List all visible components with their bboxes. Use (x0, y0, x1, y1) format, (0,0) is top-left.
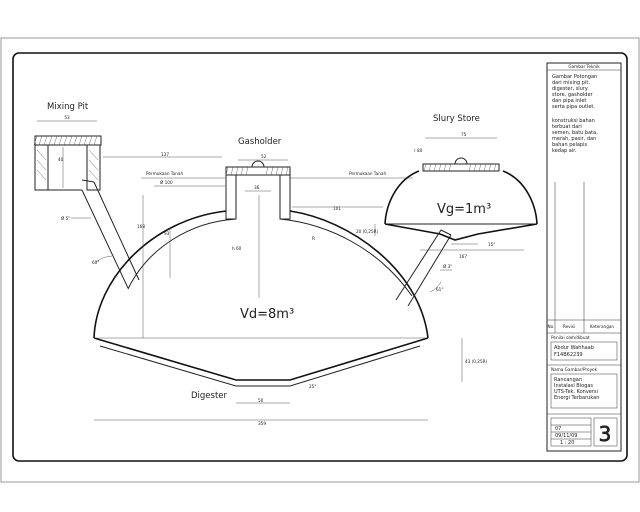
angle-left: 60° (92, 260, 99, 265)
gasholder-label: Gasholder (238, 137, 282, 147)
sheet-number: 3 (599, 422, 612, 446)
ground-surface-left: Permukaan Tanah (146, 171, 183, 176)
dim-offset-101: 101 (333, 206, 341, 211)
dim-bottom-flat: 50 (258, 398, 264, 403)
title-description: Gambar Potongan dari mixing pit, digeste… (552, 74, 599, 110)
ground-dimensions: 137 Permukaan Tanah Ø 100 Permukaan Tana… (103, 152, 413, 187)
rev-col-no: No. (548, 324, 555, 329)
outlet-pipe: Ø 3" 61° (395, 229, 452, 307)
ground-surface-right: Permukaan Tanah (349, 171, 386, 176)
title-block: Gambar Teknik Gambar Potongan dari mixin… (546, 62, 622, 452)
vg-label: Vg=1m³ (437, 202, 491, 217)
rev-col-ket: Keterangan (590, 324, 614, 329)
digester-label: Digester (191, 391, 228, 401)
gasholder: Gasholder 52 36 h 60 R 101 (225, 137, 383, 298)
project-label: Nama Gambar/Proyek (551, 367, 598, 372)
dim-bottom-depth: 43 (0,25R) (465, 359, 488, 364)
rev-col-rev: Revisi (563, 324, 575, 329)
pipe-dia-right: Ø 3" (443, 264, 452, 269)
inlet-pipe: 60° Ø 5" (61, 179, 140, 289)
dim-gas-top: 52 (261, 154, 267, 159)
mixing-pit: Mixing Pit 53 40 (33, 102, 102, 191)
dim-dome-h2: 93 (164, 231, 170, 236)
sheet-date: 09/11/09 (555, 433, 577, 439)
outer-border (0, 37, 640, 483)
pipe-dia-left: Ø 5" (61, 216, 70, 221)
title-materials: konstruksi bahan terbuat dari semen, bat… (552, 118, 599, 154)
drawn-by-name: Abdur Wahhaab (554, 345, 594, 351)
drawn-by-id: F14B62239 (554, 352, 583, 358)
dim-gas-r: R (312, 236, 315, 241)
dim-gas-w: 36 (254, 185, 260, 190)
angle-right: 61° (436, 287, 443, 292)
dim-ss-bottom: 167 (459, 254, 467, 259)
slury-store: Slury Store 75 r 80 Vg=1m³ 20 (0,25R) 15… (356, 114, 538, 259)
dim-dome-h1: 168 (137, 224, 145, 229)
dim-pipe-len: 137 (161, 152, 169, 157)
slury-store-label: Slury Store (433, 114, 480, 124)
dim-ss-depth: 20 (0,25R) (356, 229, 379, 234)
inner-border (12, 52, 628, 462)
sheet-scale: 1 : 20 (560, 440, 574, 446)
drawn-by-label: Penilai oleh/dibuat (551, 335, 590, 340)
dim-bottom-angle: 25° (309, 384, 316, 389)
dim-ss-width: 75 (461, 132, 467, 137)
digester: Vd=8m³ Digester 168 93 43 (0,25R) 50 25°… (93, 195, 488, 426)
dim-mix-depth: 40 (58, 157, 64, 162)
vd-label: Vd=8m³ (240, 307, 294, 322)
dim-ss-radius: r 80 (414, 148, 423, 153)
dim-mix-width: 53 (64, 115, 70, 120)
project-name: Rancangan Instalasi Biogas UTS-Tek. Konv… (554, 377, 600, 401)
sheet-code: 07 (555, 426, 561, 432)
title-header: Gambar Teknik (568, 64, 600, 69)
dim-ss-15: 15° (488, 242, 495, 247)
dim-total-width: 359 (258, 421, 266, 426)
mixing-pit-label: Mixing Pit (47, 102, 89, 112)
pipe-top-dia: Ø 100 (160, 180, 173, 185)
dim-gas-h: h 60 (232, 246, 242, 251)
